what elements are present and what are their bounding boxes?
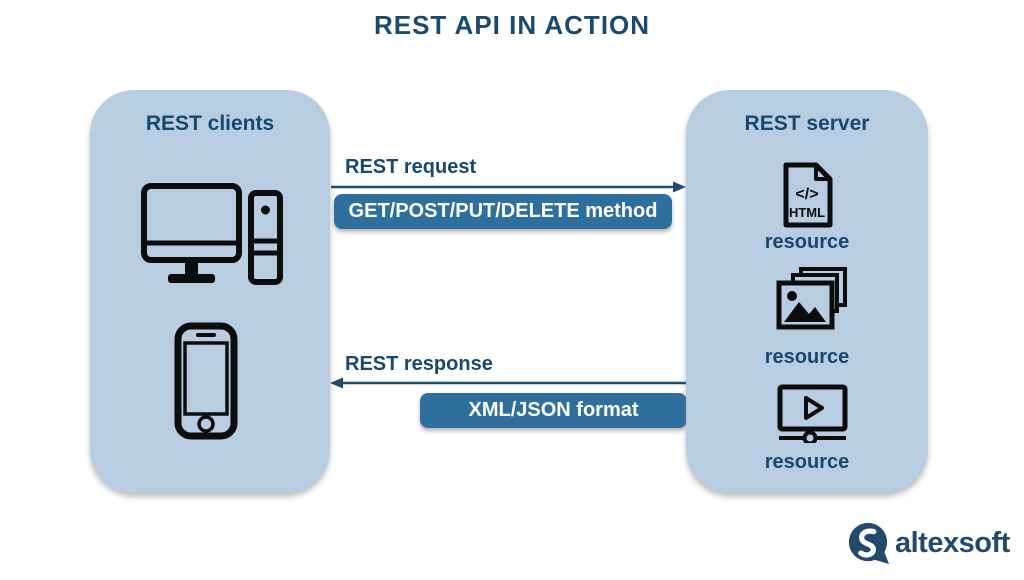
html-file-icon: </> HTML: [783, 162, 833, 228]
request-method-badge: GET/POST/PUT/DELETE method: [334, 194, 672, 229]
svg-text:HTML: HTML: [789, 205, 825, 220]
rest-request-label: REST request: [345, 156, 477, 178]
rest-server-panel: REST server </> HTML resource resource: [686, 90, 928, 493]
altexsoft-logo-text: altexsoft: [895, 526, 1010, 559]
smartphone-icon: [174, 322, 238, 440]
video-player-icon: [777, 384, 848, 443]
diagram-title: REST API IN ACTION: [373, 10, 651, 40]
rest-clients-title: REST clients: [145, 112, 275, 135]
resource-label: resource: [764, 231, 850, 253]
desktop-computer-icon: [141, 183, 283, 285]
rest-clients-panel: REST clients: [90, 90, 330, 493]
response-arrow-left-icon: [330, 377, 686, 389]
rest-response-label: REST response: [345, 353, 493, 375]
altexsoft-logo-icon: [848, 522, 890, 565]
request-arrow-right-icon: [331, 181, 686, 193]
altexsoft-logo: altexsoft: [846, 520, 1010, 566]
rest-server-title: REST server: [744, 112, 870, 135]
svg-text:</>: </>: [795, 186, 818, 203]
resource-label: resource: [764, 346, 850, 368]
response-format-badge: XML/JSON format: [420, 393, 687, 428]
resource-label: resource: [764, 451, 850, 473]
image-stack-icon: [776, 267, 847, 330]
